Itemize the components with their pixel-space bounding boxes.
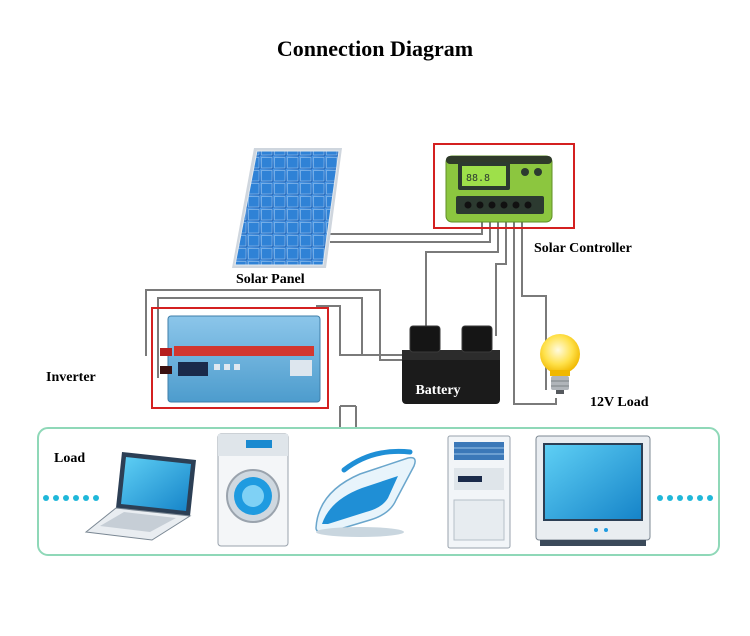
load-label: Load [54,451,86,466]
svg-text:88.8: 88.8 [466,173,490,184]
wire-controller-battery-2 [495,220,507,336]
iron-icon [315,448,416,537]
wire-inverter-battery-1 [145,289,420,361]
wire-inverter-battery-3 [316,305,406,356]
light-bulb-icon [540,334,580,394]
wire-controller-battery-1 [425,220,499,332]
solar-controller-icon: 88.8 [445,155,553,223]
solar-panel-icon [232,148,342,268]
load-area [37,427,720,556]
inverter-highlight [151,307,329,409]
diagram-title: Connection Diagram [276,36,474,61]
monitor-icon [535,435,651,546]
dots-right [657,495,713,501]
dots-left [43,495,99,501]
wire-controller-load-1 [513,220,557,405]
laptop-icon [84,452,196,541]
battery-label: Battery [415,383,460,398]
air-conditioner-icon [447,435,511,549]
load-12v-label: 12V Load [590,395,649,410]
inverter-icon [160,315,321,403]
wire-panel-controller-2 [330,220,491,243]
washing-machine-icon [217,433,289,547]
solar-panel-label: Solar Panel [236,272,305,287]
solar-controller-highlight [433,143,575,229]
solar-controller-label: Solar Controller [534,241,632,256]
battery-icon [402,325,500,404]
wire-panel-controller-1 [330,220,483,235]
wires [145,220,557,428]
wire-inverter-battery-2 [157,297,363,378]
inverter-label: Inverter [46,370,96,385]
